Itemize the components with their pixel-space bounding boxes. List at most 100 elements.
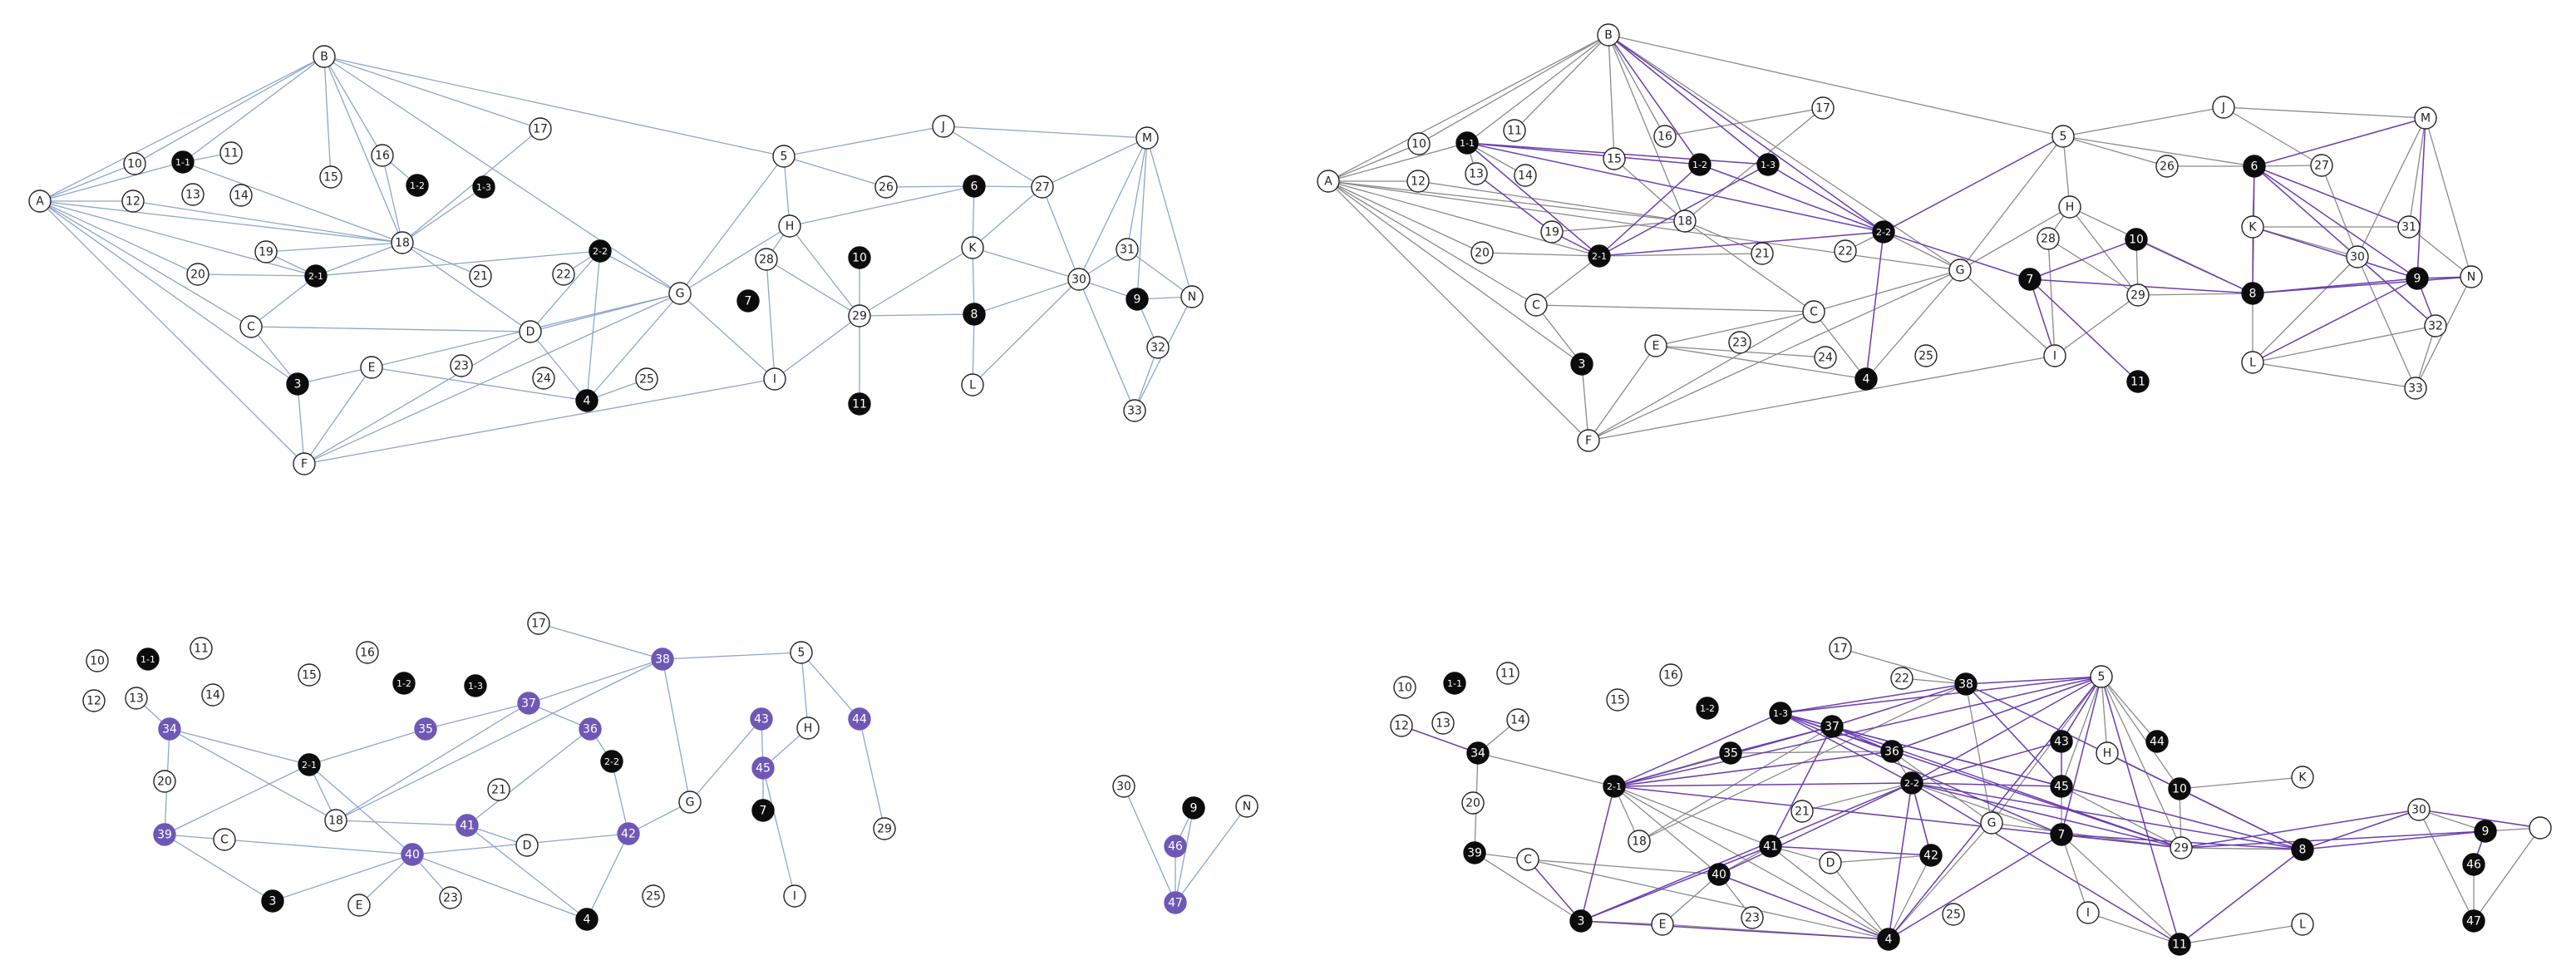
node-11b: 11 [2126, 370, 2150, 393]
node-label: 26 [879, 181, 894, 195]
node-circle [1814, 346, 1837, 369]
highlight-edge-7-i [2029, 278, 2056, 357]
node-46: 46 [1164, 835, 1187, 858]
edge-b-10 [1418, 34, 1609, 145]
highlight-edge-7-29 [2061, 834, 2182, 849]
node-circle [2096, 741, 2119, 765]
node-33: 33 [2404, 377, 2427, 400]
highlight-edge-7-4 [1888, 834, 2062, 940]
node-label: C [247, 321, 255, 334]
node-d: D [1819, 851, 1842, 874]
node-label: 16 [1657, 131, 1672, 144]
node-circle [414, 717, 437, 741]
edge-2-2-4 [586, 250, 601, 401]
node-label: 23 [443, 892, 458, 905]
node-label: 3 [1578, 915, 1585, 928]
node-label: 10 [1411, 138, 1426, 151]
node-label: H [2103, 747, 2112, 761]
node-circle [1406, 170, 1430, 193]
node-25: 25 [642, 884, 665, 908]
node-circle [1112, 775, 1135, 798]
node-circle [1466, 741, 1490, 765]
node-label: C [1810, 306, 1818, 319]
highlight-edge-38-45 [1965, 683, 2062, 787]
node-c: C [1516, 848, 1539, 871]
node-17: 17 [1829, 637, 1852, 660]
node-14: 14 [229, 184, 253, 207]
edge-5-h [2062, 135, 2071, 208]
edge-10b-k [2179, 776, 2303, 790]
highlight-edge-37-35 [1730, 726, 1833, 754]
node-35: 35 [414, 717, 437, 741]
node-circle [347, 894, 371, 917]
node-label: 8 [971, 308, 978, 322]
edge-a-20 [1327, 180, 1483, 254]
node-20: 20 [1461, 791, 1485, 815]
highlight-edge-2-2-4 [1865, 231, 1884, 380]
node-40: 40 [401, 843, 424, 866]
edge-a-18 [39, 200, 403, 244]
node-circle [1914, 344, 1938, 367]
node-30: 30 [2346, 245, 2369, 268]
node-i: I [2076, 901, 2100, 924]
node-label: 21 [473, 270, 488, 283]
node-i: I [783, 884, 806, 908]
node-38: 38 [651, 648, 674, 671]
node-label: 36 [583, 723, 598, 736]
highlight-edge-5-7 [2061, 676, 2102, 835]
node-label: 17 [533, 123, 548, 136]
highlight-edge-5-4 [1888, 676, 2102, 940]
edge-2-2-7 [1911, 782, 2062, 835]
node-circle [1461, 791, 1485, 815]
edge-18-21 [401, 242, 481, 277]
node-circle [2090, 665, 2113, 688]
highlight-edge-29-9 [2180, 830, 2486, 849]
node-circle [1628, 830, 1651, 853]
node-label: 14 [1510, 714, 1525, 727]
highlight-edge-3-4 [1580, 920, 1889, 940]
edge-5-h [783, 155, 791, 227]
node-circle [515, 834, 539, 857]
node-label: 2-1 [302, 760, 317, 771]
node-label: 24 [536, 372, 551, 386]
edge-b-5 [1608, 34, 2064, 137]
edge-m-n [1146, 137, 1193, 298]
node-11b: 11 [2168, 933, 2191, 956]
node-circle [158, 717, 181, 741]
edge-28-i [2047, 238, 2056, 357]
edge-39-3 [164, 834, 273, 902]
node-circle [575, 389, 598, 412]
node-label: 3 [294, 378, 302, 392]
node-circle [2058, 195, 2081, 219]
node-35: 35 [1719, 741, 1742, 765]
edge-f-c2 [1588, 311, 1815, 441]
node-circle [153, 823, 176, 846]
edge-a-c [1327, 180, 1537, 306]
node-label: C [1524, 854, 1532, 867]
node-label: 13 [185, 189, 200, 202]
node-2-2: 2-2 [600, 750, 623, 773]
node-circle [668, 282, 692, 305]
node-20: 20 [153, 770, 176, 793]
node-circle [1688, 153, 1712, 176]
node-label: F [301, 458, 308, 471]
node-label: 3 [1579, 358, 1586, 372]
node-g: G [1948, 259, 1972, 282]
node-label: 7 [2058, 829, 2066, 842]
node-circle [1948, 259, 1972, 282]
node-label: 12 [126, 195, 140, 209]
edge-35-37 [425, 702, 529, 730]
node-29: 29 [873, 817, 896, 840]
node-a: A [28, 190, 52, 213]
edge-12-18 [132, 200, 403, 244]
node-31: 31 [1116, 238, 1139, 261]
node-21: 21 [469, 264, 492, 288]
node-12: 12 [121, 190, 145, 213]
node-circle [1503, 119, 1526, 142]
node-circle [1577, 429, 1600, 452]
edge-b-17 [323, 56, 541, 130]
edge-29-8 [859, 313, 975, 317]
node-label: 25 [639, 373, 654, 387]
node-41: 41 [1759, 835, 1782, 858]
